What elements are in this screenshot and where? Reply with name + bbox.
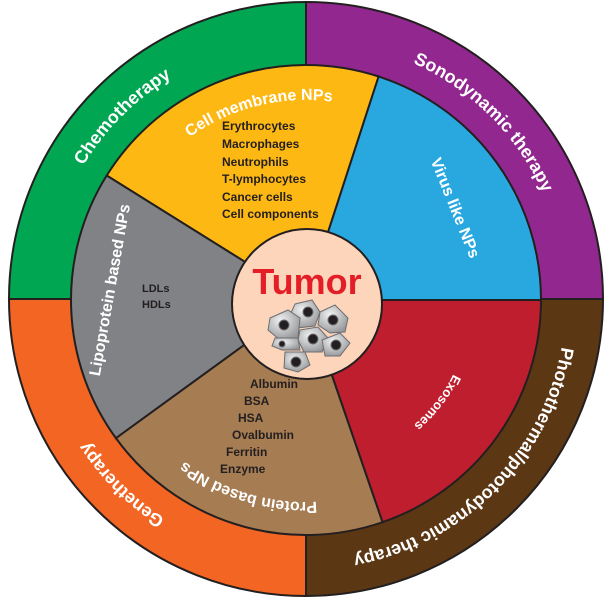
item: Ferritin: [226, 445, 267, 459]
item: Cancer cells: [222, 190, 293, 204]
item: HDLs: [142, 299, 171, 311]
item: Albumin: [250, 377, 298, 391]
item: Ovalbumin: [232, 428, 294, 442]
item: HSA: [238, 411, 264, 425]
segment-lipoprotein: [70, 174, 308, 440]
tumor-label: Tumor: [252, 261, 361, 302]
inner-pie: [70, 64, 543, 536]
cell-membrane-items: Erythrocytes Macrophages Neutrophils T-l…: [222, 119, 319, 221]
ring-label-sonodynamic: Sonodynamic therapy: [411, 48, 557, 194]
tumor-cells-icon: [267, 299, 351, 373]
item: Enzyme: [220, 462, 266, 476]
segment-label-protein: Protein based NPs: [177, 458, 318, 515]
segment-exosomes: [304, 299, 543, 524]
item: T-lymphocytes: [222, 172, 306, 186]
item: Neutrophils: [222, 155, 289, 169]
item: BSA: [244, 394, 270, 408]
item: Macrophages: [222, 137, 300, 151]
ring-label-genetherapy: Genetherapy: [74, 439, 167, 532]
protein-items: Albumin BSA HSA Ovalbumin Ferritin Enzym…: [220, 377, 298, 476]
item: LDLs: [142, 283, 170, 295]
item: Erythrocytes: [222, 119, 296, 133]
segment-label-cell-membrane: Cell membrane NPs: [182, 87, 333, 141]
segment-virus-like: [304, 75, 543, 301]
item: Cell components: [222, 207, 319, 221]
segment-label-exosomes: Exosomes: [412, 373, 464, 434]
